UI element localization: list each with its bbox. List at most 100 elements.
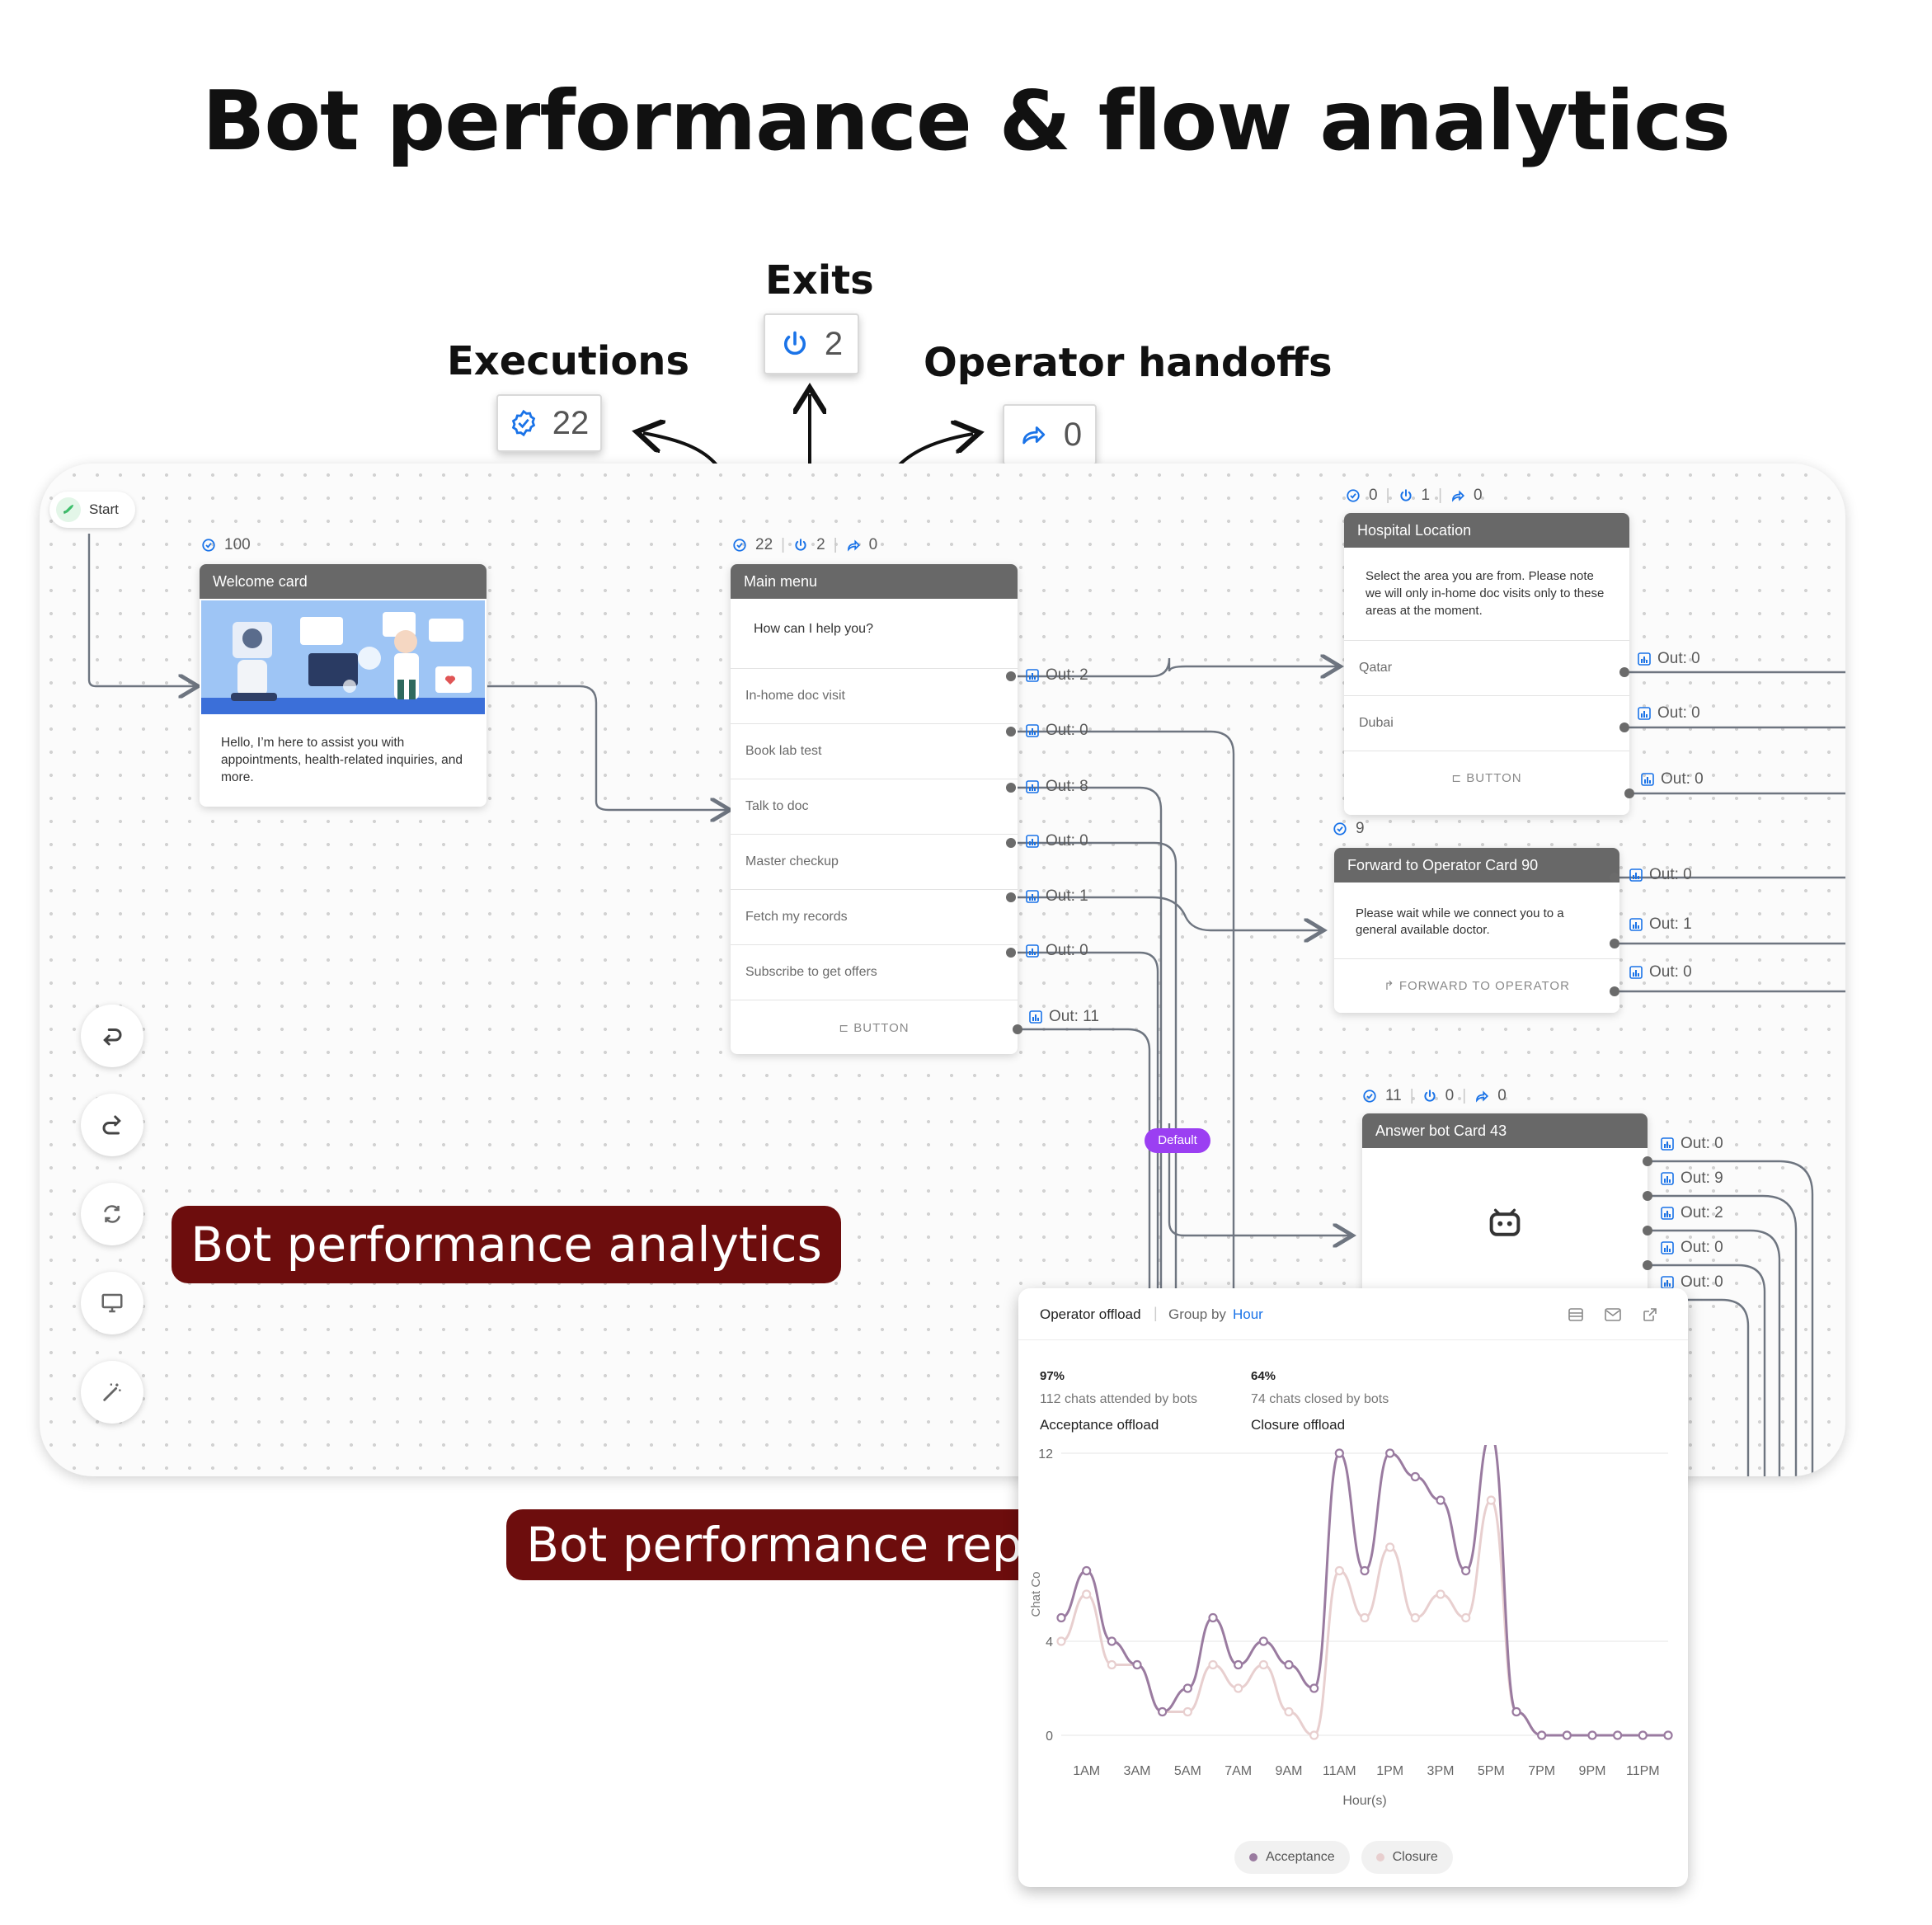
output-port[interactable] <box>1013 1024 1022 1034</box>
output-port[interactable] <box>1610 939 1619 948</box>
bar-chart-icon <box>1029 1010 1042 1024</box>
exits-callout-value: 2 <box>824 325 844 362</box>
hospital-out-qatar: Out: 0 <box>1638 650 1700 668</box>
output-port[interactable] <box>1006 838 1016 848</box>
output-port[interactable] <box>1006 671 1016 681</box>
data-point-acceptance <box>1158 1706 1168 1717</box>
check-badge-icon <box>733 539 746 552</box>
hospital-option-dubai[interactable]: Dubai <box>1344 695 1629 751</box>
answer-bot-exits: 0 <box>1445 1087 1455 1104</box>
data-point-closure <box>1056 1636 1066 1646</box>
main-menu-card[interactable]: Main menu How can I help you? In-home do… <box>731 564 1018 1054</box>
table-icon <box>1568 1308 1583 1321</box>
magic-wand-button[interactable] <box>81 1361 143 1424</box>
menu-option-in-home-doc-visit[interactable]: In-home doc visit <box>731 668 1018 723</box>
out-count: Out: 1 <box>1046 887 1088 905</box>
output-port[interactable] <box>1643 1260 1652 1270</box>
main-menu-button-row[interactable]: ⊏ BUTTON <box>731 1000 1018 1054</box>
acceptance-offload-label: Acceptance offload <box>1040 1417 1159 1433</box>
bar-chart-icon <box>1026 669 1039 682</box>
refresh-icon <box>104 1205 120 1223</box>
hospital-executions: 0 <box>1369 487 1378 504</box>
start-node[interactable]: Start <box>49 492 135 528</box>
open-external-button[interactable] <box>1642 1306 1658 1327</box>
stats-separator: | <box>1438 487 1443 504</box>
magic-wand-icon <box>103 1383 121 1401</box>
data-point-acceptance <box>1182 1683 1192 1693</box>
out-count: Out: 8 <box>1046 778 1088 795</box>
forward-button-row[interactable]: ↱ FORWARD TO OPERATOR <box>1334 958 1619 1013</box>
out-count: Out: 0 <box>1681 1239 1723 1256</box>
out-count: Out: 11 <box>1049 1008 1099 1025</box>
hospital-stats: 0 | 1 | 0 <box>1346 487 1483 505</box>
data-point-closure <box>1385 1542 1395 1552</box>
output-port[interactable] <box>1610 873 1619 882</box>
welcome-card-stats: 100 <box>201 536 251 554</box>
redo-icon <box>102 1115 121 1135</box>
y-tick-label: 12 <box>1038 1447 1053 1461</box>
answer-bot-card[interactable]: Answer bot Card 43 <box>1362 1113 1648 1311</box>
x-tick-label: 9AM <box>1276 1764 1303 1778</box>
executions-callout-label: Executions <box>447 338 690 384</box>
power-icon <box>1399 489 1412 501</box>
x-tick-label: 1PM <box>1376 1764 1403 1778</box>
bar-chart-icon <box>1026 890 1039 903</box>
bar-chart-icon <box>1629 868 1643 882</box>
welcome-message: Hello, I’m here to assist you with appoi… <box>221 736 463 784</box>
data-point-acceptance <box>1537 1730 1547 1740</box>
hospital-location-card[interactable]: Hospital Location Select the area you ar… <box>1344 513 1629 815</box>
undo-button[interactable] <box>81 1005 143 1067</box>
main-menu-exits: 2 <box>816 536 825 553</box>
output-port[interactable] <box>1006 948 1016 958</box>
out-count: Out: 0 <box>1649 963 1692 981</box>
menu-option-book-lab-test[interactable]: Book lab test <box>731 723 1018 779</box>
output-port[interactable] <box>1643 1156 1652 1166</box>
refresh-button[interactable] <box>81 1183 143 1245</box>
main-menu-out-2: Out: 8 <box>1026 778 1088 796</box>
output-port[interactable] <box>1006 892 1016 902</box>
menu-option-fetch-my-records[interactable]: Fetch my records <box>731 889 1018 944</box>
page-headline: Bot performance & flow analytics <box>202 73 1731 169</box>
output-port[interactable] <box>1610 986 1619 996</box>
answer-bot-handoffs: 0 <box>1497 1087 1507 1104</box>
report-title: Operator offload <box>1040 1306 1141 1322</box>
welcome-card[interactable]: Welcome card Hello, I’m here to assist y… <box>200 564 487 807</box>
hospital-button-row[interactable]: ⊏ BUTTON <box>1344 751 1629 815</box>
output-port[interactable] <box>1643 1226 1652 1235</box>
forward-out-2: Out: 0 <box>1629 963 1692 981</box>
menu-option-subscribe-offers[interactable]: Subscribe to get offers <box>731 944 1018 1000</box>
table-view-button[interactable] <box>1568 1306 1584 1327</box>
hospital-option-qatar[interactable]: Qatar <box>1344 640 1629 695</box>
redo-button[interactable] <box>81 1094 143 1156</box>
output-port[interactable] <box>1619 722 1629 732</box>
legend-closure[interactable]: Closure <box>1361 1841 1453 1874</box>
output-port[interactable] <box>1643 1191 1652 1201</box>
forward-to-operator-card[interactable]: Forward to Operator Card 90 Please wait … <box>1334 848 1619 1013</box>
x-tick-label: 11PM <box>1626 1764 1660 1778</box>
out-count: Out: 1 <box>1649 915 1692 933</box>
menu-option-talk-to-doc[interactable]: Talk to doc <box>731 779 1018 834</box>
data-point-acceptance <box>1208 1612 1218 1623</box>
acceptance-percent: 97% <box>1040 1369 1065 1383</box>
data-point-acceptance <box>1410 1471 1420 1482</box>
output-port[interactable] <box>1619 667 1629 677</box>
answer-bot-out-3: Out: 0 <box>1661 1239 1723 1257</box>
handoffs-callout-value: 0 <box>1063 416 1083 453</box>
menu-option-master-checkup[interactable]: Master checkup <box>731 834 1018 889</box>
main-menu-out-4: Out: 1 <box>1026 887 1088 906</box>
out-count: Out: 0 <box>1657 704 1700 722</box>
email-button[interactable] <box>1604 1306 1622 1327</box>
output-port[interactable] <box>1624 788 1634 798</box>
out-count: Out: 0 <box>1046 832 1088 850</box>
out-count: Out: 2 <box>1681 1204 1723 1221</box>
bar-chart-icon <box>1638 707 1651 720</box>
main-menu-button-label: BUTTON <box>853 1021 910 1035</box>
closure-offload-label: Closure offload <box>1251 1417 1346 1433</box>
check-badge-icon <box>202 539 215 552</box>
output-port[interactable] <box>1006 783 1016 793</box>
output-port[interactable] <box>1006 727 1016 737</box>
preview-button[interactable] <box>81 1272 143 1334</box>
legend-acceptance[interactable]: Acceptance <box>1234 1841 1350 1874</box>
group-by-hour-dropdown[interactable]: Hour <box>1233 1306 1263 1322</box>
acceptance-detail: 112 chats attended by bots <box>1040 1392 1197 1406</box>
